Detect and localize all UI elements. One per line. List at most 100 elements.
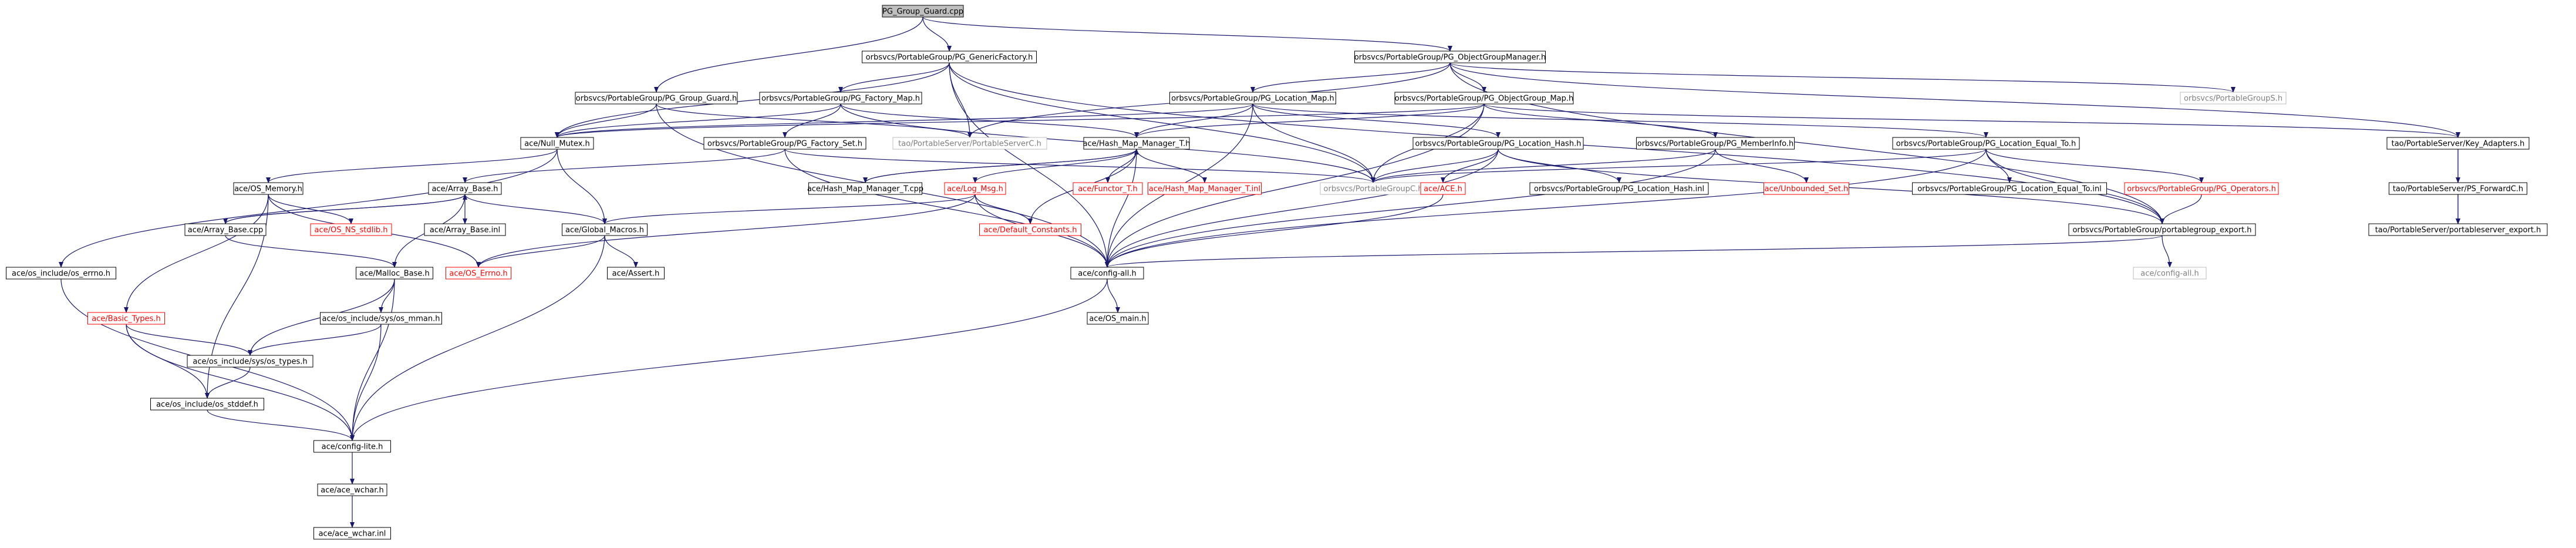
node-label: ace/config-all.h (1078, 270, 1137, 278)
node-box (1764, 182, 1849, 195)
node-pg-genericfactory-h[interactable]: orbsvcs/PortableGroup/PG_GenericFactory.… (862, 51, 1037, 63)
edge-pg_memberinfo_h-to-config_all_h (1105, 149, 1716, 268)
edge-hash_map_manager_t_h-to-log_msg_h (973, 149, 1137, 183)
node-pg-group-guard-cpp[interactable]: PG_Group_Guard.cpp (882, 5, 964, 18)
node-label: ace/config-lite.h (322, 443, 383, 452)
edge-os_include_sys_os_mman_h-to-config_lite_h (350, 324, 382, 441)
node-config-all-h[interactable]: ace/config-all.h (1070, 267, 1144, 280)
edge-pg_objectgroup_map_h-to-pg_memberinfo_h (1483, 103, 1718, 138)
node-label: ace/Functor_T.h (1078, 185, 1138, 194)
edge-basic_types_h-to-config_lite_h (126, 324, 355, 441)
node-ace-wchar-h[interactable]: ace/ace_wchar.h (317, 483, 387, 496)
node-os-errno-h[interactable]: ace/OS_Errno.h (446, 267, 511, 280)
node-malloc-base-h[interactable]: ace/Malloc_Base.h (356, 267, 433, 280)
node-label: orbsvcs/PortableGroup/PG_GenericFactory.… (866, 53, 1033, 62)
node-os-ns-stdlib-h[interactable]: ace/OS_NS_stdlib.h (310, 223, 392, 236)
edge-pg_objectgroupmanager_h-to-portablegroups_h (1449, 62, 2236, 93)
node-label: ace/Hash_Map_Manager_T.h (1083, 140, 1191, 149)
node-basic-types-h[interactable]: ace/Basic_Types.h (87, 312, 165, 325)
edge-pg_group_guard_cpp-to-pg_group_guard_h (654, 16, 923, 93)
node-label: ace/Basic_Types.h (92, 315, 160, 324)
node-pg-location-equal-to-inl[interactable]: orbsvcs/PortableGroup/PG_Location_Equal_… (1912, 182, 2107, 195)
node-os-include-sys-os-types-h[interactable]: ace/os_include/sys/os_types.h (187, 355, 313, 368)
node-functor-t-h[interactable]: ace/Functor_T.h (1073, 182, 1143, 195)
edge-pg_objectgroupmanager_h-to-pg_location_map_h (1250, 62, 1451, 93)
node-os-main-h[interactable]: ace/OS_main.h (1087, 312, 1149, 325)
node-os-include-os-errno-h[interactable]: ace/os_include/os_errno.h (6, 267, 116, 280)
node-box (1169, 92, 1336, 105)
node-ps-forwardc-h[interactable]: tao/PortableServer/PS_ForwardC.h (2389, 182, 2527, 195)
node-pg-factory-set-h[interactable]: orbsvcs/PortableGroup/PG_Factory_Set.h (703, 137, 866, 150)
node-array-base-inl[interactable]: ace/Array_Base.inl (424, 223, 506, 236)
node-label: ace/Array_Base.cpp (188, 226, 263, 235)
node-box (562, 223, 648, 236)
node-box (356, 267, 433, 280)
edge-pg_group_guard_cpp-to-pg_objectgroupmanager_h (922, 16, 1452, 52)
node-config-lite-h[interactable]: ace/config-lite.h (313, 440, 391, 453)
edge-pg_location_map_h-to-pg_location_hash_h (1252, 103, 1501, 138)
edge-pg_factory_set_h-to-portablegroupc_h (784, 149, 1375, 183)
node-ace-wchar-inl[interactable]: ace/ace_wchar.inl (313, 527, 391, 540)
node-pg-memberinfo-h[interactable]: orbsvcs/PortableGroup/PG_MemberInfo.h (1636, 137, 1795, 150)
node-hash-map-manager-t-h[interactable]: ace/Hash_Map_Manager_T.h (1083, 137, 1191, 150)
node-key-adapters-h[interactable]: tao/PortableServer/Key_Adapters.h (2386, 137, 2530, 150)
edge-array_base_cpp-to-malloc_base_h (225, 235, 397, 268)
edge-pg_objectgroupmanager_h-to-key_adapters_h (1449, 62, 2460, 138)
node-box (1070, 267, 1144, 280)
node-pg-objectgroup-map-h[interactable]: orbsvcs/PortableGroup/PG_ObjectGroup_Map… (1394, 92, 1574, 105)
node-label: orbsvcs/PortableGroup/PG_Operators.h (2127, 185, 2276, 194)
node-box (1636, 137, 1795, 150)
node-unbounded-set-h[interactable]: ace/Unbounded_Set.h (1764, 182, 1849, 195)
node-os-include-sys-os-mman-h[interactable]: ace/os_include/sys/os_mman.h (320, 312, 442, 325)
node-box (2368, 223, 2548, 236)
node-array-base-h[interactable]: ace/Array_Base.h (428, 182, 502, 195)
node-pg-location-hash-inl[interactable]: orbsvcs/PortableGroup/PG_Location_Hash.i… (1529, 182, 1709, 195)
edge-portablegroup_export_h-to-config_all_h_missing (2162, 235, 2172, 268)
edge-pg_factory_map_h-to-pg_factory_set_h (783, 103, 841, 138)
node-pg-operators-h[interactable]: orbsvcs/PortableGroup/PG_Operators.h (2124, 182, 2279, 195)
node-label: tao/PortableServer/PS_ForwardC.h (2393, 185, 2523, 194)
node-box (2068, 223, 2256, 236)
node-label: ace/OS_Errno.h (449, 270, 507, 278)
node-portablegroup-export-h[interactable]: orbsvcs/PortableGroup/portablegroup_expo… (2068, 223, 2256, 236)
edge-os_include_sys_os_mman_h-to-os_include_sys_os_types_h (248, 324, 382, 356)
node-hash-map-manager-t-cpp[interactable]: ace/Hash_Map_Manager_T.cpp (807, 182, 923, 195)
edge-pg_factory_map_h-to-null_mutex_h (555, 103, 841, 138)
edge-config_all_h-to-os_main_h (1107, 278, 1120, 313)
node-hash-map-manager-t-inl[interactable]: ace/Hash_Map_Manager_T.inl (1148, 182, 1262, 195)
edge-os_include_os_stddef_h-to-config_lite_h (207, 409, 355, 441)
node-null-mutex-h[interactable]: ace/Null_Mutex.h (520, 137, 594, 150)
node-assert-h[interactable]: ace/Assert.h (607, 267, 665, 280)
node-array-base-cpp[interactable]: ace/Array_Base.cpp (184, 223, 267, 236)
node-label: ace/Null_Mutex.h (524, 140, 590, 149)
node-pg-factory-map-h[interactable]: orbsvcs/PortableGroup/PG_Factory_Map.h (759, 92, 922, 105)
node-portableserver-export-h[interactable]: tao/PortableServer/portableserver_export… (2368, 223, 2548, 236)
node-box (320, 312, 442, 325)
node-pg-location-hash-h[interactable]: orbsvcs/PortableGroup/PG_Location_Hash.h (1412, 137, 1584, 150)
node-box (1912, 182, 2107, 195)
node-os-include-os-stddef-h[interactable]: ace/os_include/os_stddef.h (150, 398, 264, 411)
edge-pg_location_hash_h-to-portablegroupc_h (1371, 149, 1499, 183)
node-global-macros-h[interactable]: ace/Global_Macros.h (562, 223, 648, 236)
edge-global_macros_h-to-config_lite_h (350, 235, 605, 441)
edge-pg_objectgroup_map_h-to-hash_map_manager_t_h (1134, 103, 1485, 138)
node-pg-objectgroupmanager-h[interactable]: orbsvcs/PortableGroup/PG_ObjectGroupMana… (1354, 51, 1546, 63)
node-box (1354, 51, 1546, 63)
node-pg-group-guard-h[interactable]: orbsvcs/PortableGroup/PG_Group_Guard.h (575, 92, 738, 105)
edge-null_mutex_h-to-os_memory_h (266, 149, 558, 183)
node-pg-location-equal-to-h[interactable]: orbsvcs/PortableGroup/PG_Location_Equal_… (1892, 137, 2080, 150)
edge-pg_operators_h-to-portablegroup_export_h (2160, 194, 2202, 224)
node-label: orbsvcs/PortableGroup/PG_Location_Hash.h (1415, 140, 1582, 149)
node-default-constants-h[interactable]: ace/Default_Constants.h (979, 223, 1081, 236)
node-label: ace/ACE.h (1424, 185, 1462, 194)
node-os-memory-h[interactable]: ace/OS_Memory.h (233, 182, 304, 195)
edge-global_macros_h-to-assert_h (604, 235, 638, 268)
edge-pg_memberinfo_h-to-portablegroupc_h (1371, 149, 1716, 183)
node-label: ace/OS_Memory.h (234, 185, 302, 194)
node-pg-location-map-h[interactable]: orbsvcs/PortableGroup/PG_Location_Map.h (1169, 92, 1336, 105)
node-ace-h[interactable]: ace/ACE.h (1420, 182, 1466, 195)
node-box (607, 267, 665, 280)
edge-hash_map_manager_t_h-to-config_all_h (1105, 149, 1137, 268)
node-log-msg-h[interactable]: ace/Log_Msg.h (944, 182, 1006, 195)
node-label: ace/os_include/os_errno.h (12, 270, 110, 278)
